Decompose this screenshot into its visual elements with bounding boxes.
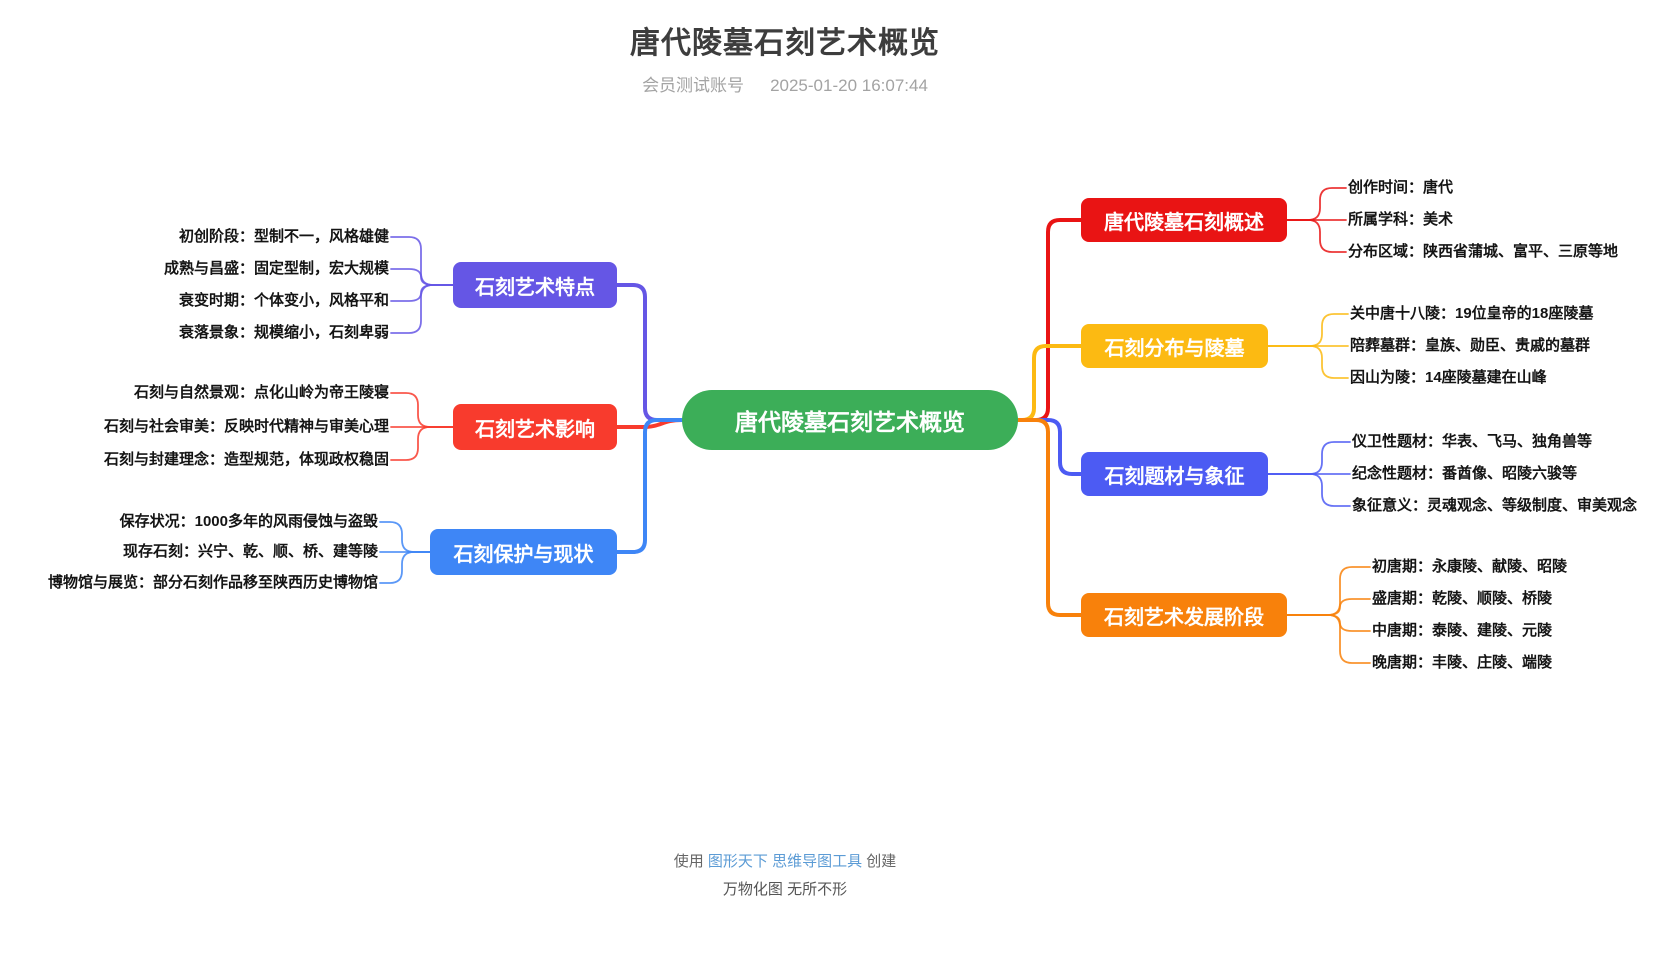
branch-node-label: 石刻分布与陵墓 — [1104, 337, 1245, 360]
branch-node-stone-art-influence[interactable]: 石刻艺术影响 — [453, 404, 617, 450]
root-node[interactable]: 唐代陵墓石刻艺术概览 — [682, 390, 1018, 450]
account-name: 会员测试账号 — [642, 76, 745, 95]
footer-prefix: 使用 — [673, 853, 704, 870]
leaf-node[interactable]: 关中唐十八陵：19位皇帝的18座陵墓 — [1350, 305, 1594, 322]
leaf-line — [1286, 598, 1371, 616]
leaf-line — [390, 426, 454, 461]
header: 唐代陵墓石刻艺术概览 会员测试账号 2025-01-20 16:07:44 — [0, 18, 1570, 96]
leaf-node[interactable]: 纪念性题材：番酋像、昭陵六骏等 — [1352, 465, 1578, 482]
created-timestamp: 2025-01-20 16:07:44 — [770, 76, 928, 95]
branch-node-label: 石刻保护与现状 — [453, 543, 594, 566]
leaf-node[interactable]: 博物馆与展览：部分石刻作品移至陕西历史博物馆 — [47, 574, 378, 591]
branch-node-distribution-tombs[interactable]: 石刻分布与陵墓 — [1081, 324, 1268, 368]
leaf-node[interactable]: 保存状况：1000多年的风雨侵蚀与盗毁 — [119, 513, 378, 530]
trunk-line-left-protection — [615, 418, 684, 554]
branch-node-label: 石刻题材与象征 — [1104, 465, 1245, 488]
leaf-line — [1267, 441, 1351, 475]
footer: 使用 图形天下 思维导图工具 创建 万物化图 无所不形 — [0, 850, 1570, 899]
footer-credit-line: 使用 图形天下 思维导图工具 创建 — [0, 850, 1570, 871]
subtitle: 会员测试账号 2025-01-20 16:07:44 — [0, 71, 1570, 96]
leaf-node[interactable]: 初创阶段：型制不一，风格雄健 — [178, 228, 389, 245]
footer-slogan: 万物化图 无所不形 — [722, 881, 848, 898]
leaf-line — [1267, 313, 1349, 347]
branch-node-themes-symbolism[interactable]: 石刻题材与象征 — [1081, 452, 1268, 496]
leaf-line — [390, 392, 454, 428]
leaf-line — [390, 284, 454, 334]
leaf-node[interactable]: 陪葬墓群：皇族、勋臣、贵戚的墓群 — [1350, 337, 1591, 354]
leaf-line — [1267, 345, 1349, 379]
leaf-line — [1286, 614, 1371, 664]
leaf-node[interactable]: 分布区域：陕西省蒲城、富平、三原等地 — [1348, 243, 1619, 260]
trunk-line-right-themes — [1016, 418, 1083, 476]
leaf-node[interactable]: 中唐期：泰陵、建陵、元陵 — [1372, 622, 1553, 639]
leaf-line — [379, 521, 431, 553]
leaf-line — [379, 551, 431, 584]
branch-node-overview[interactable]: 唐代陵墓石刻概述 — [1081, 198, 1287, 242]
trunk-line-right-overview — [1016, 218, 1083, 422]
leaf-line — [1286, 219, 1347, 253]
branch-node-label: 石刻艺术影响 — [475, 418, 595, 441]
leaf-node[interactable]: 创作时间：唐代 — [1348, 179, 1454, 196]
page-title: 唐代陵墓石刻艺术概览 — [630, 27, 940, 60]
leaf-node[interactable]: 衰变时期：个体变小，风格平和 — [178, 292, 389, 309]
branch-node-protection-status[interactable]: 石刻保护与现状 — [430, 529, 617, 575]
leaf-node[interactable]: 因山为陵：14座陵墓建在山峰 — [1350, 369, 1547, 386]
branch-node-stone-art-features[interactable]: 石刻艺术特点 — [453, 262, 617, 308]
leaf-node[interactable]: 象征意义：灵魂观念、等级制度、审美观念 — [1352, 497, 1638, 514]
leaf-node[interactable]: 现存石刻：兴宁、乾、顺、桥、建等陵 — [122, 543, 378, 560]
leaf-line — [390, 236, 454, 286]
leaf-node[interactable]: 成熟与昌盛：固定型制，宏大规模 — [163, 260, 389, 277]
leaf-node[interactable]: 石刻与封建理念：造型规范，体现政权稳固 — [103, 451, 389, 468]
leaf-node[interactable]: 仪卫性题材：华表、飞马、独角兽等 — [1352, 433, 1593, 450]
trunk-line-right-stages — [1016, 418, 1083, 617]
mindmap-tool-link[interactable]: 图形天下 思维导图工具 — [707, 853, 863, 870]
leaf-node[interactable]: 石刻与自然景观：点化山岭为帝王陵寝 — [133, 384, 389, 401]
leaf-node[interactable]: 盛唐期：乾陵、顺陵、桥陵 — [1372, 590, 1553, 607]
trunk-line-left-features — [615, 283, 684, 422]
leaf-node[interactable]: 初唐期：永康陵、献陵、昭陵 — [1372, 558, 1568, 575]
leaf-node[interactable]: 所属学科：美术 — [1348, 211, 1454, 228]
root-node-label: 唐代陵墓石刻艺术概览 — [735, 409, 965, 435]
leaf-line — [1267, 473, 1351, 507]
footer-suffix: 创建 — [866, 853, 897, 870]
leaf-line — [1286, 187, 1347, 221]
leaf-node[interactable]: 石刻与社会审美：反映时代精神与审美心理 — [103, 418, 389, 435]
leaf-line — [1286, 566, 1371, 616]
branch-node-label: 石刻艺术发展阶段 — [1104, 606, 1264, 629]
branch-node-label: 唐代陵墓石刻概述 — [1104, 211, 1264, 234]
leaf-line — [1286, 614, 1371, 632]
branch-node-label: 石刻艺术特点 — [475, 276, 595, 299]
leaf-node[interactable]: 衰落景象：规模缩小，石刻卑弱 — [178, 324, 389, 341]
leaf-node[interactable]: 晚唐期：丰陵、庄陵、端陵 — [1372, 654, 1553, 671]
branch-node-development-stages[interactable]: 石刻艺术发展阶段 — [1081, 593, 1287, 637]
